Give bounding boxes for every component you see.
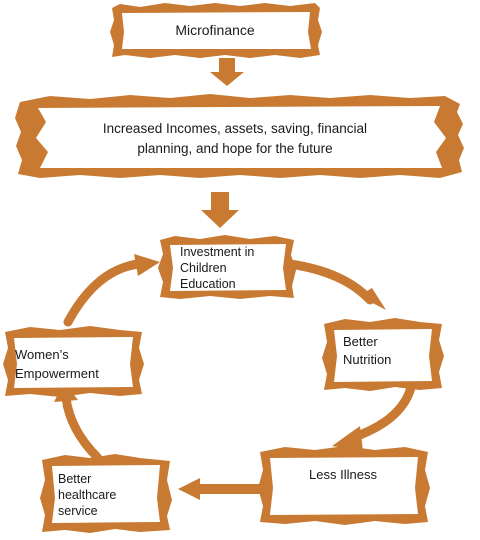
incomes-label: Increased Incomes, assets, saving, finan… xyxy=(102,121,368,156)
arrow-nutrition-to-illness xyxy=(332,379,417,451)
arrow-incomes-to-investment xyxy=(201,192,239,228)
box-nutrition xyxy=(322,318,444,391)
healthcare-label: Better healthcare service xyxy=(58,472,117,518)
arrow-investment-to-nutrition xyxy=(285,259,386,310)
box-healthcare xyxy=(40,454,172,533)
nutrition-label: Better Nutrition xyxy=(343,334,392,367)
arrow-women-to-investment xyxy=(63,254,160,327)
investment-label: Investment in Children Education xyxy=(180,245,255,291)
arrow-micro-to-incomes xyxy=(210,58,244,86)
women-label: Women’s Empowerment xyxy=(15,347,99,381)
box-incomes xyxy=(15,94,464,178)
arrow-illness-to-healthcare xyxy=(178,478,262,500)
box-women xyxy=(3,326,144,397)
microfinance-label: Microfinance xyxy=(175,22,255,38)
illness-label: Less Illness xyxy=(309,467,377,482)
box-illness xyxy=(258,446,430,525)
box-investment xyxy=(158,235,296,299)
box-microfinance xyxy=(110,3,322,58)
